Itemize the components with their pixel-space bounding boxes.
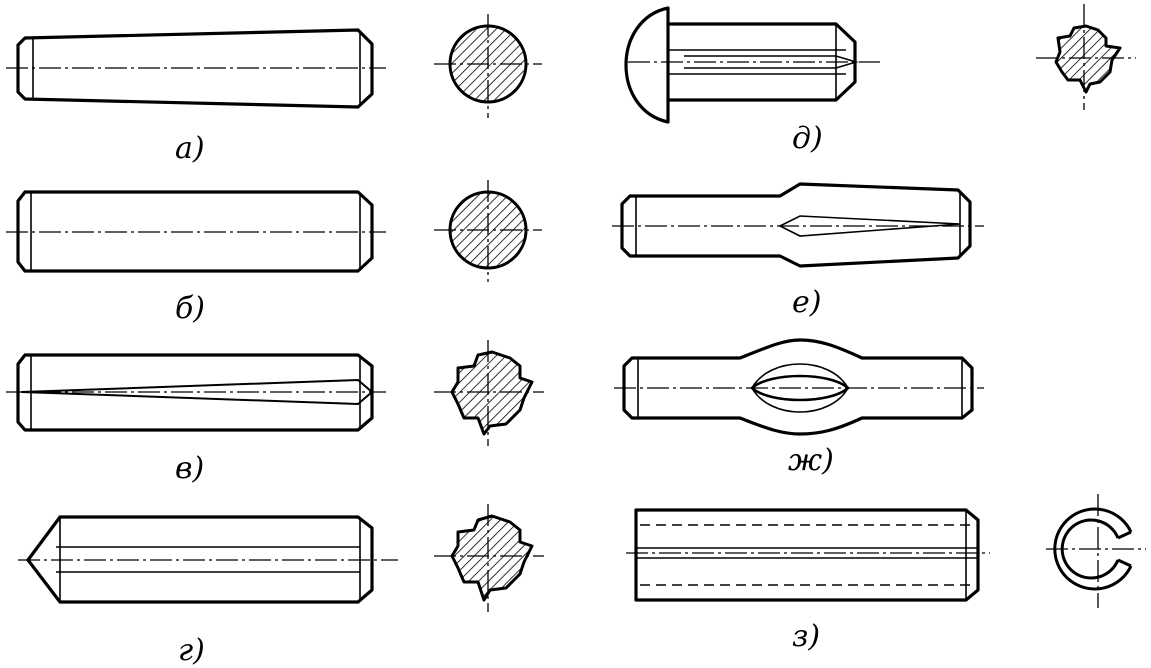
- label-e: е): [792, 285, 821, 320]
- spring-pin: [626, 508, 990, 602]
- cylindrical-pin: [6, 190, 386, 273]
- grooved-pin-section: [434, 340, 544, 446]
- center-groove-pin: [612, 182, 984, 268]
- label-v: в): [175, 451, 204, 486]
- cylindrical-pin-section: [434, 180, 542, 282]
- spring-pin-section: [1046, 494, 1146, 608]
- grooved-pin: [6, 353, 386, 432]
- full-groove-pin-section: [434, 504, 544, 612]
- label-d: д): [792, 121, 823, 156]
- tapered-pin: [6, 28, 386, 109]
- label-a: а): [175, 131, 205, 166]
- label-z: з): [792, 619, 820, 654]
- full-groove-pin: [18, 515, 398, 604]
- label-b: б): [175, 291, 205, 326]
- tapered-pin-section: [434, 14, 542, 118]
- round-head-pin-section: [1036, 4, 1136, 110]
- round-head-grooved-pin: [624, 6, 880, 124]
- label-zh: ж): [788, 443, 834, 478]
- label-g: г): [178, 633, 205, 668]
- swelled-pin: [614, 338, 984, 436]
